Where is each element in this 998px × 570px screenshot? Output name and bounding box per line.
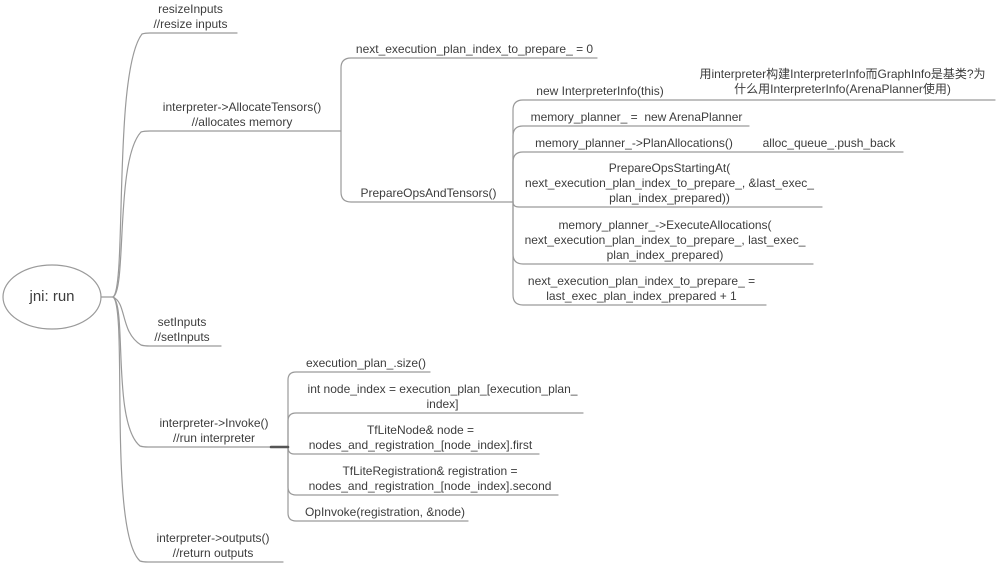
connector-allocate: [112, 130, 342, 298]
connector-arenaplanner: [512, 125, 750, 203]
connector-newinterpreterinfo: [512, 99, 996, 203]
node-next-exec-index-update[interactable]: next_execution_plan_index_to_prepare_ = …: [527, 274, 756, 303]
connector-nextexec0: [340, 57, 598, 132]
node-outputs[interactable]: interpreter->outputs() //return outputs: [156, 531, 270, 560]
node-next-exec-index-zero[interactable]: next_execution_plan_index_to_prepare_ = …: [355, 42, 594, 56]
node-alloc-queue-push-back[interactable]: alloc_queue_.push_back: [762, 136, 896, 150]
node-prepare-ops-and-tensors[interactable]: PrepareOpsAndTensors(): [360, 186, 497, 200]
node-plan-allocations[interactable]: memory_planner_->PlanAllocations(): [535, 136, 733, 150]
node-execute-allocations[interactable]: memory_planner_->ExecuteAllocations( nex…: [524, 218, 806, 262]
node-allocate-tensors[interactable]: interpreter->AllocateTensors() //allocat…: [162, 100, 322, 129]
node-invoke[interactable]: interpreter->Invoke() //run interpreter: [159, 416, 269, 445]
connector-setinputs: [112, 296, 222, 347]
node-resize-inputs[interactable]: resizeInputs //resize inputs: [153, 2, 228, 31]
node-op-invoke[interactable]: OpInvoke(registration, &node): [304, 505, 466, 519]
node-node-index[interactable]: int node_index = execution_plan_[executi…: [307, 382, 578, 411]
node-interpreter-info-note[interactable]: 用interpreter构建InterpreterInfo而GraphInfo是…: [699, 67, 986, 96]
connector-planallocations: [512, 151, 904, 203]
node-execution-plan-size[interactable]: execution_plan_.size(): [305, 356, 427, 370]
node-tflite-registration[interactable]: TfLiteRegistration& registration = nodes…: [308, 464, 552, 493]
connector-outputs: [112, 296, 284, 563]
connector-resize: [112, 32, 238, 298]
node-set-inputs[interactable]: setInputs //setInputs: [154, 315, 210, 344]
node-arena-planner[interactable]: memory_planner_ = new ArenaPlanner: [530, 110, 743, 124]
connector-nodeindex: [287, 412, 584, 448]
connector-execplansize: [287, 371, 431, 448]
node-new-interpreter-info[interactable]: new InterpreterInfo(this): [536, 84, 664, 98]
root-node-label[interactable]: jni: run: [29, 288, 75, 305]
connector-invoke: [112, 296, 272, 448]
connector-opinvoke: [287, 446, 469, 522]
connector-prepareops: [340, 130, 514, 203]
node-tflite-node[interactable]: TfLiteNode& node = nodes_and_registratio…: [308, 423, 533, 452]
connector-nextexecupdate: [512, 201, 767, 306]
node-prepare-ops-starting-at[interactable]: PrepareOpsStartingAt( next_execution_pla…: [525, 161, 814, 205]
